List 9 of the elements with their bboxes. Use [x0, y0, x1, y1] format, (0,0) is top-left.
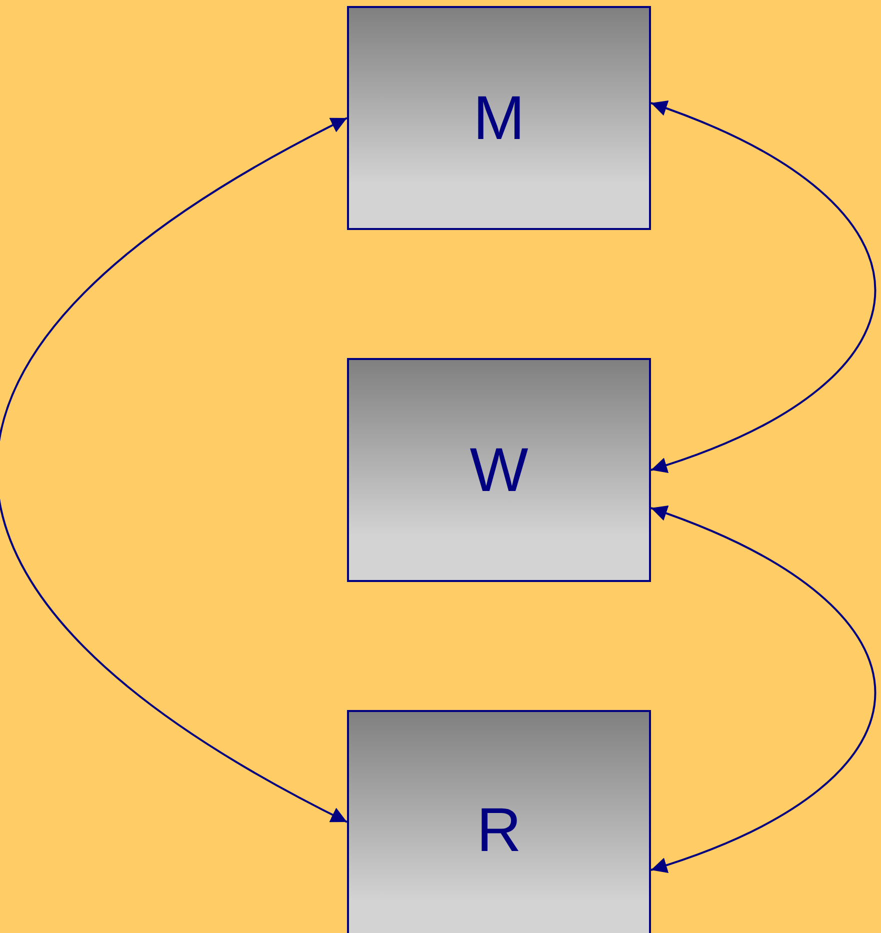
gradient-box	[347, 6, 651, 230]
box-label: M	[473, 82, 525, 154]
gradient-box	[347, 710, 651, 933]
gradient-box	[347, 358, 651, 582]
curved-arrow	[650, 101, 876, 472]
box-label: W	[470, 434, 528, 506]
curved-arrow	[0, 117, 348, 823]
box-label: R	[476, 794, 522, 866]
curved-arrow	[650, 506, 876, 872]
